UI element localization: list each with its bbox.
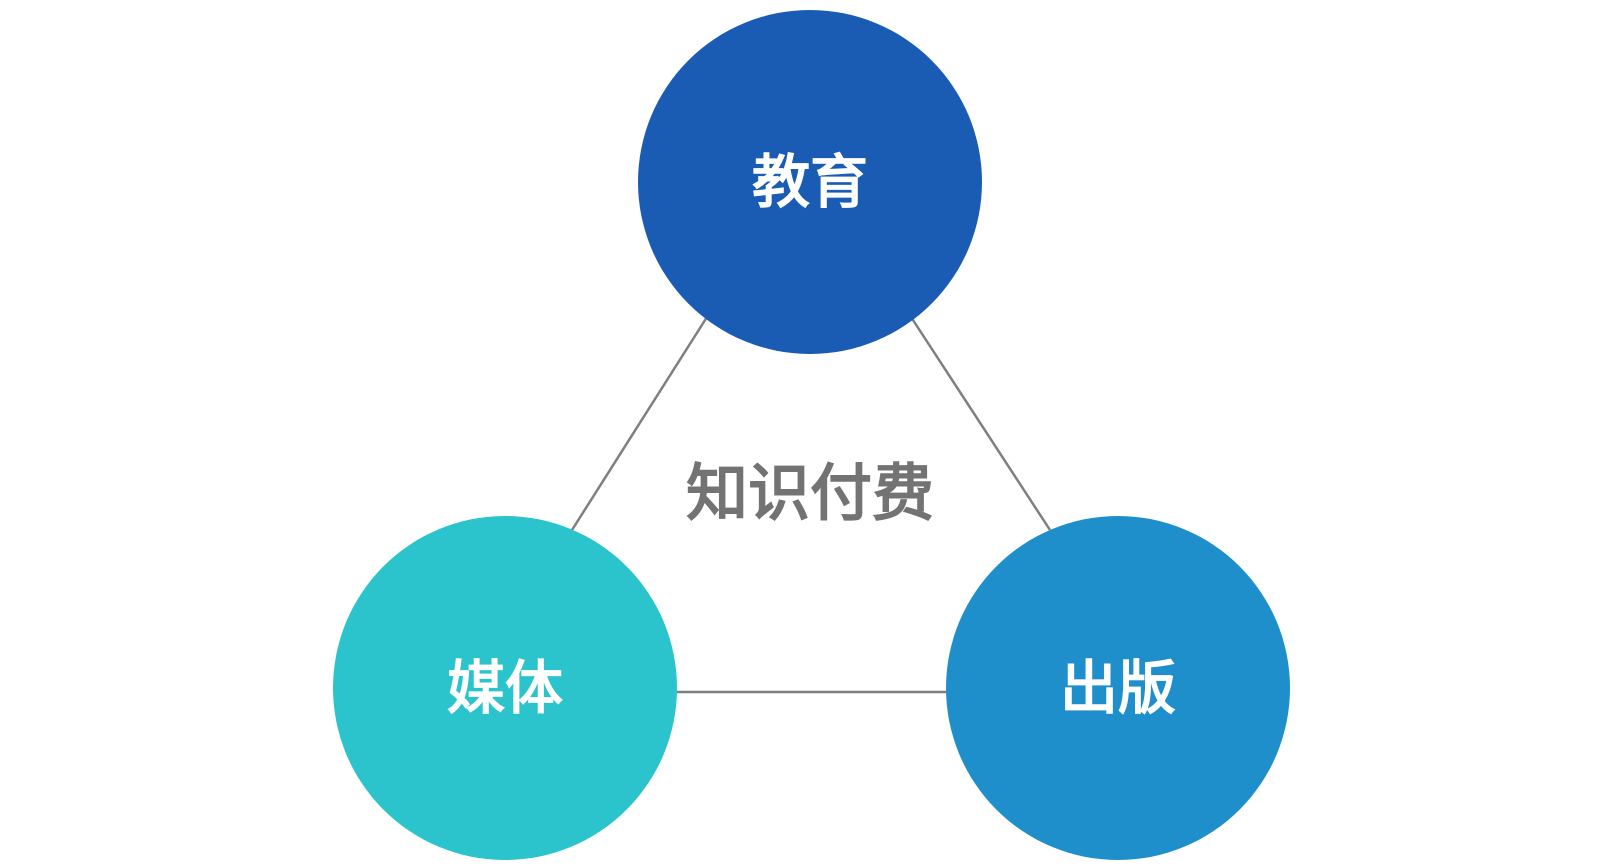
node-top-circle [638, 10, 982, 354]
node-top: 教育 [638, 10, 982, 354]
connector-top-left [570, 316, 709, 531]
connector-top-right [909, 316, 1052, 531]
node-right: 出版 [946, 516, 1290, 860]
node-top-label: 教育 [752, 148, 868, 216]
node-right-circle [946, 516, 1290, 860]
center-label: 知识付费 [686, 457, 934, 530]
connectors [570, 316, 1052, 694]
node-left-label: 媒体 [447, 654, 563, 722]
node-right-label: 出版 [1060, 654, 1176, 722]
node-left: 媒体 [333, 516, 677, 860]
node-left-circle [333, 516, 677, 860]
